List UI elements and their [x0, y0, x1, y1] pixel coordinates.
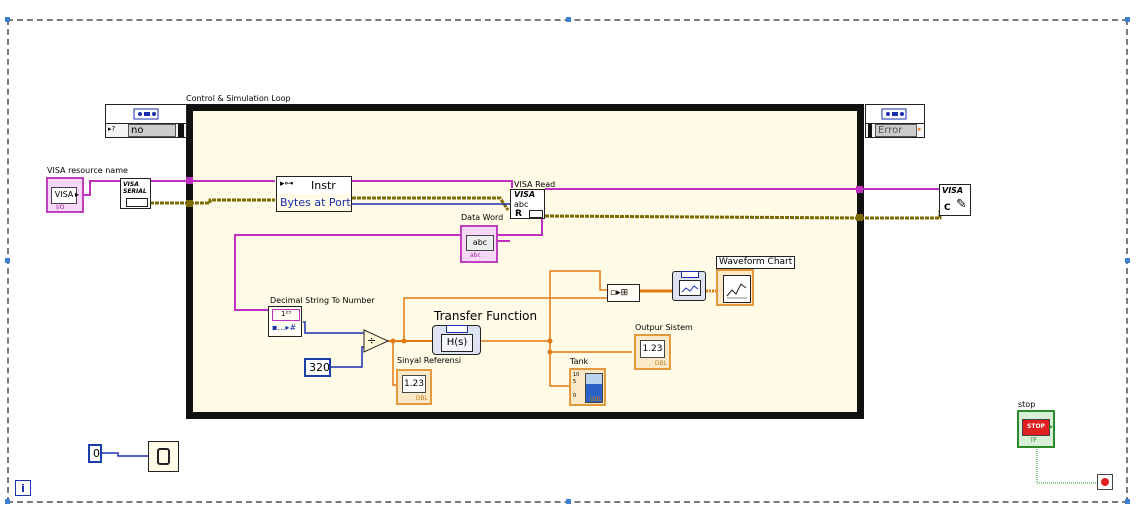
loop-input-value: no	[128, 124, 176, 137]
loop-label: Control & Simulation Loop	[186, 94, 291, 103]
visa-serial-node[interactable]: VISA SERIAL	[120, 178, 151, 209]
serial-port-icon	[126, 198, 148, 207]
visa-resource-tag: I/O	[56, 204, 65, 211]
visa-close-c: C	[944, 203, 951, 213]
data-word-tag: abc	[470, 252, 481, 259]
terminal-scroll-icon	[868, 124, 872, 137]
visa-resource-label: VISA resource name	[47, 166, 128, 175]
loop-output-value: Error	[875, 124, 917, 137]
property-bytes-at-port[interactable]: Bytes at Port	[277, 194, 351, 211]
cluster-icon	[106, 105, 186, 124]
close-hand-icon: ✎	[956, 197, 967, 212]
stop-sign-icon	[1101, 478, 1109, 486]
build-array-node[interactable]: ▫▸⊞	[607, 284, 640, 302]
visa-close-icon-text: VISA	[942, 186, 964, 195]
visa-read-node[interactable]: VISA abc R	[510, 189, 545, 219]
stop-tag: TF	[1030, 437, 1038, 444]
divide-symbol: ÷	[367, 334, 377, 347]
output-sistem-indicator[interactable]: 1.23 DBL	[634, 334, 671, 370]
collector-graph-icon	[679, 280, 701, 296]
wait-constant[interactable]: 0	[88, 444, 102, 463]
resize-handle[interactable]	[5, 258, 10, 263]
loop-input-terminal[interactable]: ▸? no	[105, 104, 187, 138]
transfer-function-icon-text: H(s)	[441, 334, 473, 352]
decimal-string-label: Decimal String To Number	[270, 296, 375, 305]
resize-handle[interactable]	[1125, 258, 1130, 263]
cluster-icon	[446, 325, 468, 333]
property-class: Instr	[311, 179, 336, 192]
visa-close-node[interactable]: VISA C ✎	[939, 184, 971, 216]
data-word-label: Data Word	[461, 213, 504, 222]
decimal-string-node[interactable]: 1²³ ▪…▸#	[268, 306, 302, 337]
stop-button-text: STOP	[1022, 419, 1050, 436]
transfer-function-label: Transfer Function	[434, 309, 538, 323]
divide-icon[interactable]	[362, 328, 390, 354]
build-array-icon: ▫▸⊞	[610, 288, 629, 298]
output-sistem-label: Outpur Sistem	[635, 323, 693, 332]
visa-read-r: R	[515, 209, 522, 219]
tank-tag: DBL	[589, 396, 602, 403]
sinyal-referensi-indicator[interactable]: 1.23 DBL	[396, 369, 432, 405]
visa-resource-icon-text: VISA	[51, 187, 77, 204]
tank-level-icon	[585, 373, 603, 403]
property-ref-icon: ▸⊶	[280, 179, 294, 189]
visa-read-abc: abc	[514, 200, 529, 209]
watch-icon	[157, 448, 170, 465]
tank-label: Tank	[570, 357, 589, 366]
read-buffer-icon	[529, 210, 543, 218]
visa-serial-text: VISA SERIAL	[123, 181, 147, 195]
waveform-chart-label: Waveform Chart	[716, 256, 796, 269]
output-sistem-tag: DBL	[654, 360, 667, 367]
wait-node[interactable]	[148, 441, 179, 472]
stop-control[interactable]: STOP ▸ TF	[1017, 410, 1055, 448]
info-icon[interactable]: i	[15, 480, 31, 496]
data-word-indicator[interactable]: abc abc	[460, 225, 498, 263]
visa-resource-control[interactable]: VISA ▸ I/O	[46, 177, 84, 213]
sinyal-referensi-value: 1.23	[402, 375, 426, 393]
visa-read-icon-text: VISA	[514, 190, 536, 199]
transfer-function-node[interactable]: H(s)	[432, 325, 481, 355]
output-arrow-icon: ▸	[1049, 422, 1054, 431]
waveform-chart-indicator[interactable]	[716, 269, 754, 306]
cluster-icon	[866, 105, 924, 124]
loop-output-terminal[interactable]: Error ▸	[865, 104, 925, 138]
loop-condition-terminal[interactable]	[1097, 474, 1113, 490]
resize-handle[interactable]	[5, 499, 10, 504]
resize-handle[interactable]	[5, 17, 10, 22]
constant-320[interactable]: 320	[304, 358, 331, 377]
sinyal-referensi-tag: DBL	[415, 395, 428, 402]
terminal-arrow-icon: ▸	[918, 125, 922, 133]
decimal-string-digits: 1²³	[272, 309, 300, 321]
terminal-scroll-icon	[178, 124, 184, 137]
waveform-chart-icon	[723, 275, 751, 303]
resize-handle[interactable]	[1125, 499, 1130, 504]
sinyal-referensi-label: Sinyal Referensi	[397, 356, 462, 365]
collector-node[interactable]	[672, 271, 706, 301]
terminal-arrow-icon: ▸?	[108, 125, 116, 133]
data-word-icon-text: abc	[466, 235, 494, 251]
cluster-icon	[681, 271, 699, 278]
resize-handle[interactable]	[566, 17, 571, 22]
resize-handle[interactable]	[1125, 17, 1130, 22]
output-arrow-icon: ▸	[75, 190, 80, 199]
convert-arrow-icon: ▪…▸#	[272, 323, 297, 332]
visa-read-label: VISA Read	[514, 180, 556, 189]
property-node[interactable]: ▸⊶ Instr Bytes at Port	[276, 176, 352, 212]
output-sistem-value: 1.23	[640, 340, 665, 358]
stop-label: stop	[1018, 400, 1036, 409]
resize-handle[interactable]	[566, 499, 571, 504]
